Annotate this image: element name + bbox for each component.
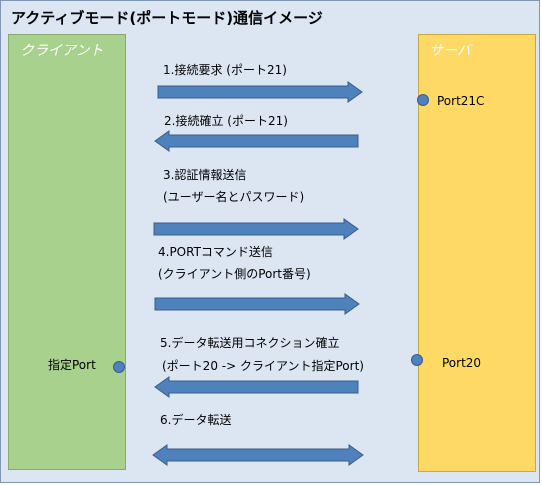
step-2-label: 2.接続確立 (ポート21) (164, 114, 288, 128)
arrow-step-4 (154, 293, 360, 315)
step-1-label: 1.接続要求 (ポート21) (163, 63, 287, 77)
arrow-step-2 (154, 130, 359, 152)
arrow-step-6 (152, 444, 364, 466)
step-3-label: 3.認証情報送信 (163, 168, 247, 182)
client-title: クライアント (20, 43, 104, 59)
arrow-step-1 (157, 81, 363, 103)
port20-dot (411, 354, 423, 366)
step-5-sublabel: (ポート20 -> クライアント指定Port) (162, 359, 364, 373)
server-column: サーバ (418, 34, 536, 472)
arrow-step-3 (153, 218, 359, 240)
port21c-dot (417, 94, 429, 106)
step-4-sublabel: (クライアント側のPort番号) (158, 267, 311, 281)
client-port-dot (113, 361, 125, 373)
client-port-label: 指定Port (48, 358, 96, 372)
step-3-sublabel: (ユーザー名とパスワード) (163, 190, 305, 204)
arrow-step-5 (154, 376, 359, 398)
port20-label: Port20 (442, 356, 482, 370)
client-column: クライアント (8, 34, 126, 470)
diagram-title: アクティブモード(ポートモード)通信イメージ (11, 9, 323, 27)
step-6-label: 6.データ転送 (160, 413, 232, 427)
server-title: サーバ (429, 43, 471, 59)
step-4-label: 4.PORTコマンド送信 (158, 245, 273, 259)
port21c-label: Port21C (437, 94, 485, 108)
step-5-label: 5.データ転送用コネクション確立 (160, 336, 340, 350)
